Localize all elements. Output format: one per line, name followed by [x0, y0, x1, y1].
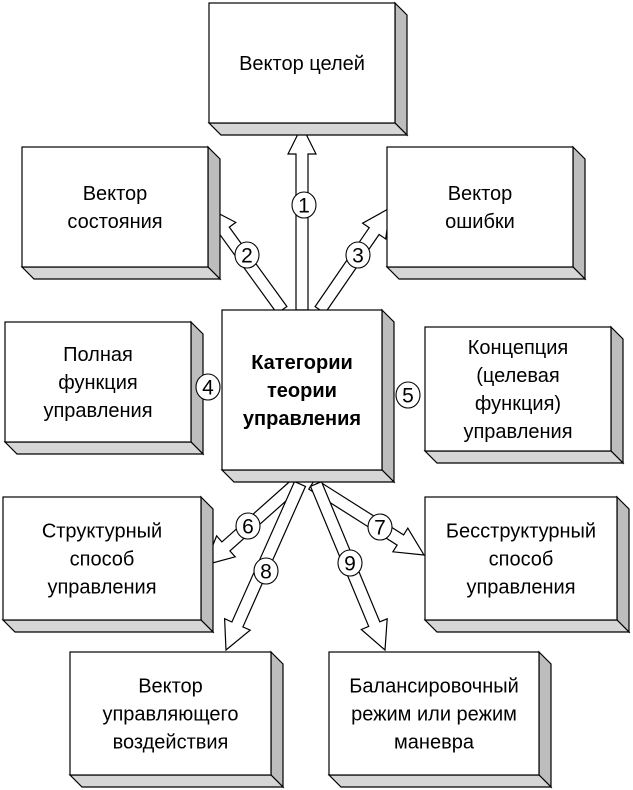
number-circle — [235, 512, 261, 540]
box-label-line: управления — [243, 408, 361, 430]
box-label-line: Полная — [63, 344, 133, 366]
box-label-line: маневра — [394, 732, 475, 754]
box-bottom-face — [220, 469, 396, 483]
box-label-line: функция) — [475, 393, 561, 415]
box-label-line: Вектор — [138, 676, 203, 698]
number-circle — [291, 191, 317, 219]
number-label-9: 9 — [337, 549, 363, 577]
box-label-line: воздействия — [113, 732, 229, 754]
box-front-face — [221, 309, 383, 471]
box-bottom-face — [68, 774, 285, 788]
box-bottom-face — [1, 619, 215, 633]
box-label-line: Вектор — [448, 183, 513, 205]
number-circle — [337, 549, 363, 577]
number-text: 6 — [242, 516, 254, 539]
box-control-concept: Концепция (целевая функция) управления — [423, 325, 625, 465]
box-bottom-face — [423, 450, 625, 464]
number-label-6: 6 — [235, 512, 261, 540]
box-bottom-face — [385, 266, 587, 280]
box-label-line: (целевая — [476, 365, 560, 387]
box-bottom-face — [207, 122, 409, 136]
box-label-line: функция — [58, 372, 137, 394]
number-text: 7 — [374, 517, 386, 540]
box-front-face — [4, 321, 192, 443]
box-label-line: управляющего — [102, 704, 238, 726]
box-side-face — [572, 145, 586, 281]
box-front-face — [2, 496, 202, 621]
box-front-face — [424, 326, 612, 452]
number-text: 4 — [202, 377, 214, 400]
box-side-face — [200, 495, 214, 634]
box-full-control-function: Полная функция управления — [3, 320, 205, 456]
number-circle — [253, 557, 279, 585]
box-front-face — [424, 496, 618, 621]
box-label-line: теории — [267, 380, 337, 402]
number-label-4: 4 — [195, 373, 221, 401]
box-balancing-mode: Балансировочный режим или режим маневра — [327, 650, 553, 789]
box-side-face — [270, 650, 284, 789]
box-label-line: режим или режим — [351, 704, 517, 726]
box-label-line: состояния — [67, 211, 162, 233]
box-label-line: Балансировочный — [349, 676, 519, 698]
box-bottom-face — [20, 266, 222, 280]
box-label-line: Вектор целей — [239, 53, 365, 75]
box-label-line: управления — [43, 400, 152, 422]
number-circle — [234, 241, 260, 269]
box-structured-control: Структурный способ управления — [1, 495, 215, 634]
box-label-line: управления — [47, 577, 156, 599]
number-circle — [345, 241, 371, 269]
box-front-face — [21, 146, 209, 268]
arrow-7 — [307, 478, 426, 556]
box-center: Категории теории управления — [220, 308, 396, 484]
number-circle — [195, 373, 221, 401]
box-label-line: способ — [489, 549, 554, 571]
number-circle — [395, 381, 421, 409]
box-error-vector: Вектор ошибки — [385, 145, 587, 281]
box-label-line: Бесструктурный — [446, 521, 596, 543]
box-label-line: Вектор — [83, 183, 148, 205]
box-control-action-vector: Вектор управляющего воздействия — [68, 650, 285, 789]
box-side-face — [616, 495, 630, 634]
box-front-face — [69, 651, 272, 776]
number-text: 2 — [241, 245, 253, 268]
box-side-face — [381, 308, 395, 484]
number-text: 8 — [260, 561, 272, 584]
box-unstructured-control: Бесструктурный способ управления — [423, 495, 631, 634]
box-side-face — [538, 650, 552, 789]
box-front-face — [386, 146, 574, 268]
box-label-line: управления — [463, 421, 572, 443]
box-label-line: ошибки — [445, 211, 515, 233]
box-state-vector: Вектор состояния — [20, 145, 222, 281]
box-front-face — [208, 2, 396, 124]
box-goal-vector: Вектор целей — [207, 1, 409, 137]
box-label-line: Концепция — [468, 337, 568, 359]
box-bottom-face — [423, 619, 631, 633]
number-label-3: 3 — [345, 241, 371, 269]
number-text: 5 — [402, 385, 414, 408]
box-side-face — [207, 145, 221, 281]
number-text: 1 — [298, 195, 310, 218]
box-label-line: Структурный — [42, 521, 162, 543]
number-label-5: 5 — [395, 381, 421, 409]
number-label-8: 8 — [253, 557, 279, 585]
number-label-2: 2 — [234, 241, 260, 269]
box-label-line: Категории — [251, 352, 353, 374]
box-side-face — [610, 325, 624, 465]
number-text: 9 — [344, 553, 356, 576]
number-text: 3 — [352, 245, 364, 268]
number-circle — [367, 513, 393, 541]
box-bottom-face — [3, 441, 205, 455]
box-bottom-face — [327, 774, 553, 788]
box-label-line: способ — [70, 549, 135, 571]
number-label-1: 1 — [291, 191, 317, 219]
number-label-7: 7 — [367, 513, 393, 541]
box-front-face — [328, 651, 540, 776]
box-label-line: управления — [466, 577, 575, 599]
box-side-face — [394, 1, 408, 137]
